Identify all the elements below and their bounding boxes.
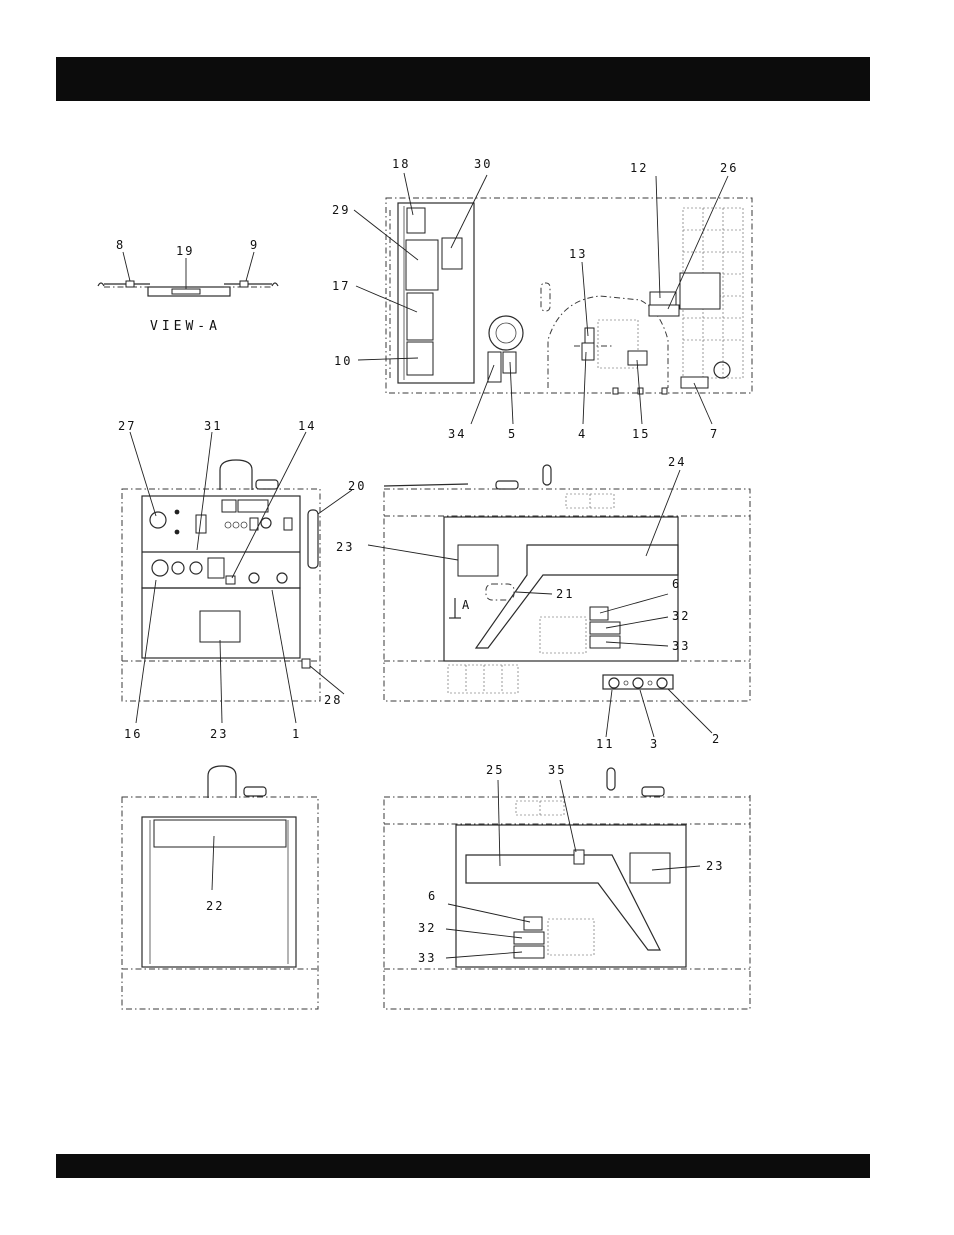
callout-32-side: 32 — [672, 609, 690, 623]
callout-31: 31 — [204, 419, 222, 433]
view-a-caption: VIEW-A — [150, 319, 221, 334]
callout-16: 16 — [124, 727, 142, 741]
callout-17: 17 — [332, 279, 350, 293]
callout-21: 21 — [556, 587, 574, 601]
callout-27: 27 — [118, 419, 136, 433]
callout-23-front: 23 — [210, 727, 228, 741]
callout-1: 1 — [292, 727, 301, 741]
callout-23-right: 23 — [706, 859, 724, 873]
front-view: 27 31 14 20 16 23 1 28 — [118, 419, 366, 741]
callout-4: 4 — [578, 427, 587, 441]
callout-30: 30 — [474, 157, 492, 171]
callout-3: 3 — [650, 737, 659, 751]
callout-32-right: 32 — [418, 921, 436, 935]
callout-22: 22 — [206, 899, 224, 913]
callout-9: 9 — [250, 238, 259, 252]
callout-19: 19 — [176, 244, 194, 258]
view-a-detail: 8 19 9 VIEW-A — [98, 238, 278, 334]
callout-2: 2 — [712, 732, 721, 746]
callout-10: 10 — [334, 354, 352, 368]
marker-a: A — [462, 598, 471, 612]
right-side-view: 25 35 23 6 32 33 — [384, 763, 750, 1009]
callout-18: 18 — [392, 157, 410, 171]
callout-35: 35 — [548, 763, 566, 777]
callout-20: 20 — [348, 479, 366, 493]
callout-26: 26 — [720, 161, 738, 175]
callout-6-side: 6 — [672, 577, 681, 591]
callout-28: 28 — [324, 693, 342, 707]
callout-33-right: 33 — [418, 951, 436, 965]
callout-8: 8 — [116, 238, 125, 252]
callout-34: 34 — [448, 427, 466, 441]
callout-23-side: 23 — [336, 540, 354, 554]
callout-13: 13 — [569, 247, 587, 261]
callout-6-right: 6 — [428, 889, 437, 903]
callout-11: 11 — [596, 737, 614, 751]
callout-15: 15 — [632, 427, 650, 441]
rear-view: 22 — [122, 766, 318, 1009]
callout-33-side: 33 — [672, 639, 690, 653]
callout-7: 7 — [710, 427, 719, 441]
callout-12: 12 — [630, 161, 648, 175]
callout-24: 24 — [668, 455, 686, 469]
callout-25: 25 — [486, 763, 504, 777]
callout-29: 29 — [332, 203, 350, 217]
top-view: 18 30 29 17 10 12 26 13 34 5 4 15 7 — [332, 157, 752, 441]
callout-5: 5 — [508, 427, 517, 441]
left-side-view: A 23 24 21 6 32 33 11 3 2 — [336, 455, 750, 751]
callout-14: 14 — [298, 419, 316, 433]
